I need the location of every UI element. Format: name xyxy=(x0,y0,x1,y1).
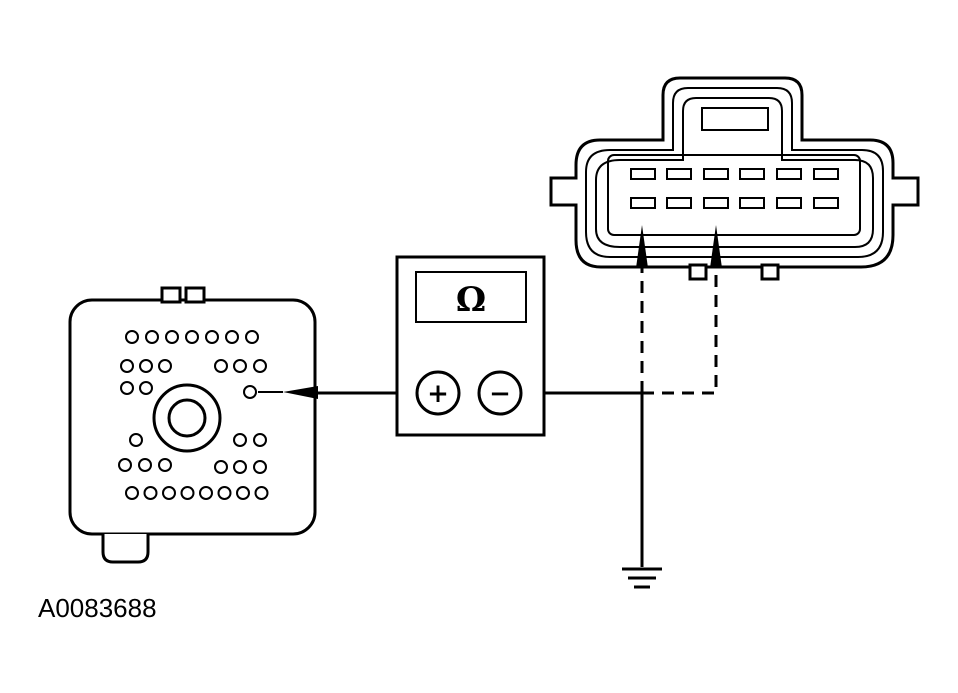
pin-cavity xyxy=(199,486,213,500)
pin-cavity xyxy=(236,486,250,500)
latch-tab xyxy=(160,286,182,304)
lock-window xyxy=(701,107,769,131)
ohm-symbol: Ω xyxy=(456,280,486,320)
figure-id: A0083688 xyxy=(38,593,157,623)
harness-pin-cavity xyxy=(630,168,656,180)
harness-pin-cavity xyxy=(776,168,802,180)
pin-cavity xyxy=(233,460,247,474)
pin-cavity xyxy=(214,359,228,373)
harness-pin-cavity xyxy=(703,168,729,180)
jumper-to-pin-b xyxy=(642,258,718,395)
terminal-face xyxy=(607,154,861,236)
pin-cavity xyxy=(185,330,199,344)
positive-terminal-label: + xyxy=(427,379,449,409)
pin-cavity xyxy=(180,486,195,500)
harness-pin-cavity xyxy=(739,197,765,209)
harness-pin-cavity xyxy=(703,197,729,209)
harness-pin-cavity xyxy=(813,168,839,180)
harness-pin-cavity xyxy=(630,197,656,209)
pin-cavity xyxy=(217,486,232,500)
pin-cavity xyxy=(145,330,159,344)
pin-cavity xyxy=(253,433,267,447)
harness-pin-cavity xyxy=(739,168,765,180)
pin-cavity xyxy=(214,460,228,474)
pin-cavity xyxy=(129,433,143,447)
pin-cavity xyxy=(139,381,153,395)
pin-cavity xyxy=(143,486,158,500)
pin-cavity xyxy=(233,359,247,373)
pin-cavity xyxy=(138,458,152,472)
positive-terminal xyxy=(415,370,461,416)
meter-display xyxy=(415,271,527,323)
center-boss-inner xyxy=(167,398,207,438)
probe-tip-pin-b xyxy=(710,225,722,268)
pin-cavity xyxy=(125,330,139,344)
probe-tip-pin-a xyxy=(636,225,648,268)
pin-cavity xyxy=(254,486,269,500)
pin-cavity xyxy=(158,359,172,373)
ground-symbol xyxy=(622,567,662,589)
pin-cavity xyxy=(125,486,139,500)
harness-pin-cavities xyxy=(630,168,839,209)
harness-pin-cavity xyxy=(666,168,692,180)
pin-cavity xyxy=(243,385,257,399)
pin-cavity xyxy=(225,330,239,344)
harness-connector xyxy=(549,76,920,281)
connector-cavities xyxy=(118,330,269,500)
harness-pin-cavity xyxy=(776,197,802,209)
connector-tab xyxy=(760,263,780,281)
pin-cavity xyxy=(139,359,153,373)
pin-cavity xyxy=(165,330,179,344)
pin-cavity xyxy=(245,330,259,344)
positive-probe-tip xyxy=(283,386,318,399)
ohmmeter: Ω + − xyxy=(395,255,546,437)
connector-tab xyxy=(688,263,708,281)
pin-cavity xyxy=(118,458,132,472)
pin-cavity xyxy=(205,330,219,344)
connector-key xyxy=(101,534,150,564)
negative-terminal-label: − xyxy=(489,379,511,409)
negative-terminal xyxy=(477,370,523,416)
latch-tab xyxy=(184,286,206,304)
pin-cavity xyxy=(253,359,267,373)
harness-pin-cavity xyxy=(666,197,692,209)
pin-cavity xyxy=(253,460,267,474)
pin-cavity xyxy=(158,458,172,472)
center-boss xyxy=(152,383,222,453)
harness-pin-cavity xyxy=(813,197,839,209)
pin-cavity xyxy=(120,381,134,395)
component-connector xyxy=(68,286,317,564)
pin-cavity xyxy=(120,359,134,373)
pin-cavity xyxy=(162,486,176,500)
pin-cavity xyxy=(233,433,247,447)
